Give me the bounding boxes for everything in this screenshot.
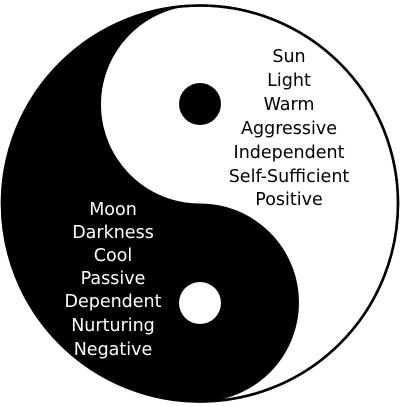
yang-term: Sun xyxy=(272,47,305,67)
yin-terms: Moon Darkness Cool Passive Dependent Nur… xyxy=(64,200,161,360)
yin-dot-in-yang xyxy=(179,83,221,125)
yang-term: Warm xyxy=(264,95,315,115)
yang-terms: Sun Light Warm Aggressive Independent Se… xyxy=(229,47,350,210)
yang-term: Independent xyxy=(234,143,345,163)
yin-term: Darkness xyxy=(72,223,154,243)
yang-term: Positive xyxy=(255,190,322,210)
yang-dot-in-yin xyxy=(179,282,221,324)
yin-term: Cool xyxy=(94,246,133,266)
yin-term: Dependent xyxy=(64,292,161,312)
yin-term: Negative xyxy=(74,340,153,360)
yin-term: Nurturing xyxy=(71,316,155,336)
yang-term: Aggressive xyxy=(241,119,337,139)
yang-term: Self-Sufficient xyxy=(229,167,350,187)
yin-term: Moon xyxy=(89,200,137,220)
yin-term: Passive xyxy=(81,269,146,289)
outer-ring xyxy=(0,4,400,403)
yin-half xyxy=(2,5,299,402)
yang-term: Light xyxy=(267,71,311,91)
